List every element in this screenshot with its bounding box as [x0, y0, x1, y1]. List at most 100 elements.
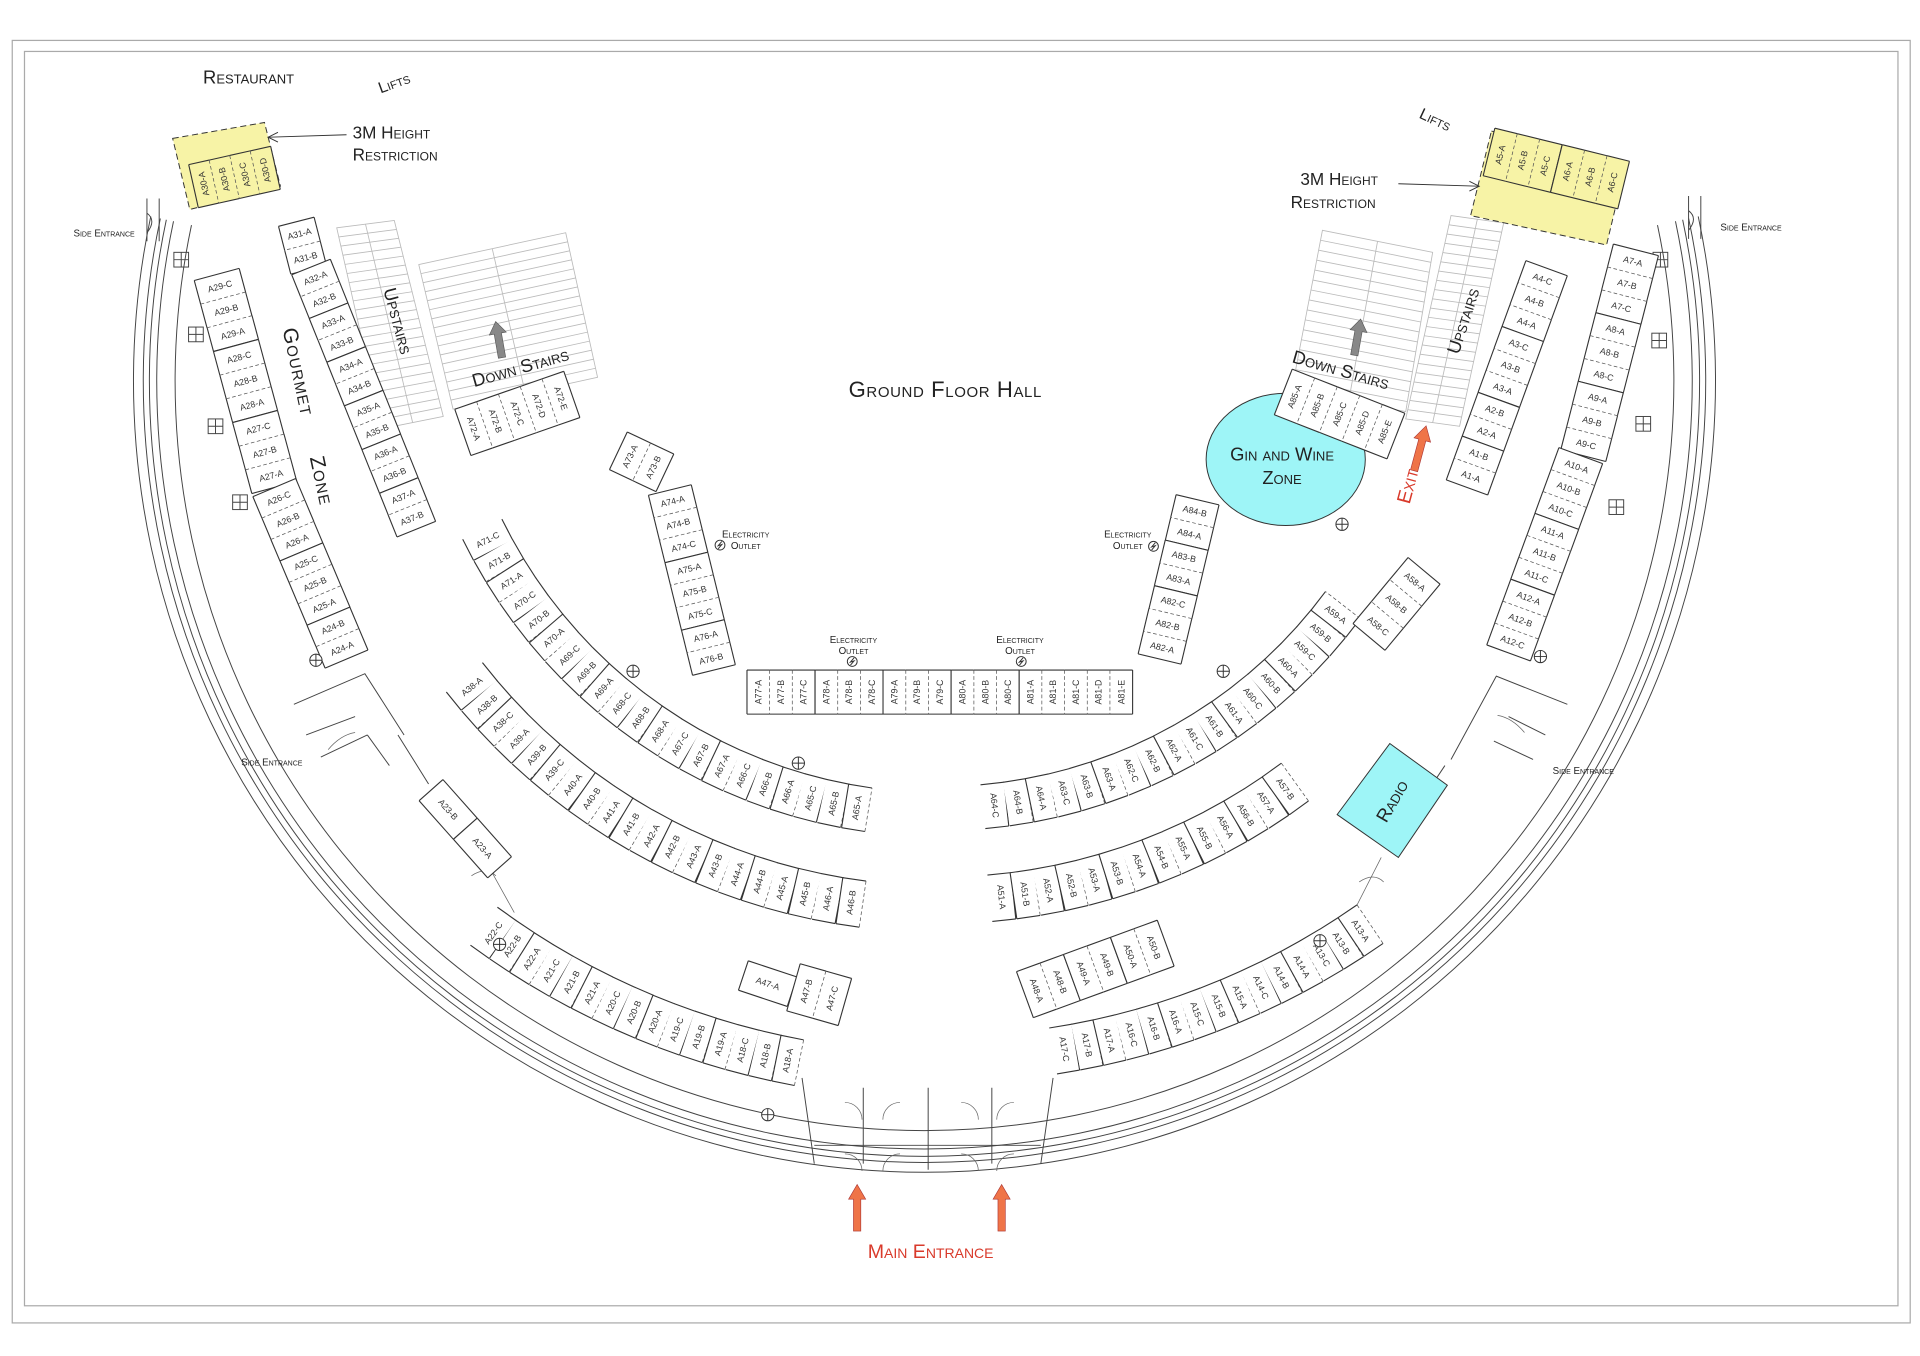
booth-label: A79-A	[889, 680, 899, 705]
booth	[1142, 607, 1193, 642]
floor-socket-icon	[1335, 517, 1349, 531]
booth-label: A52-A	[1041, 877, 1055, 903]
booth	[786, 963, 827, 1019]
exit-label: Exit	[1393, 466, 1423, 506]
floor-socket-icon	[761, 1108, 775, 1122]
booth-label: A65-B	[826, 790, 841, 816]
floor-socket-icon	[791, 756, 805, 770]
floor-socket-icon	[1216, 664, 1230, 678]
booth	[1137, 630, 1187, 665]
booth	[1086, 669, 1110, 715]
booth	[361, 433, 410, 472]
booth	[1162, 821, 1205, 875]
electricity-outlet-label: Outlet	[1113, 541, 1143, 552]
electricity-outlet-label: Outlet	[1005, 646, 1035, 657]
electricity-outlet-center-right: Electricity Outlet	[996, 635, 1044, 657]
booth	[1062, 945, 1104, 1002]
booth	[387, 499, 437, 538]
booth	[1550, 447, 1604, 486]
booth	[1517, 260, 1568, 298]
booth-label: A77-B	[776, 680, 786, 705]
booth	[905, 669, 929, 715]
booth-label: A80-C	[1003, 679, 1013, 705]
side-entrance-label: Side Entrance	[73, 228, 135, 239]
booth-label: A6-C	[1605, 171, 1620, 193]
booth-label: A46-A	[821, 885, 835, 911]
booth-label: A64-C	[988, 792, 1001, 819]
down-stairs-left	[418, 232, 599, 410]
outer-wall	[132, 216, 1716, 1173]
window-icon	[207, 418, 224, 435]
electricity-outlet-label: Electricity	[996, 635, 1044, 646]
booth-label: A7-C	[1610, 300, 1633, 315]
floor-socket-icon	[1533, 649, 1548, 664]
booth	[1296, 377, 1338, 433]
booth-label: A8-B	[1599, 346, 1621, 361]
booth	[1133, 919, 1175, 976]
side-entrance-label: Side Entrance	[1720, 222, 1782, 233]
side-entrance-label: Side Entrance	[1553, 766, 1615, 777]
booth	[1594, 155, 1631, 210]
booth	[1041, 669, 1065, 715]
floor-socket-icon	[626, 664, 640, 678]
door-swing-icon	[882, 1102, 901, 1120]
booth-label: A81-B	[1048, 680, 1058, 705]
booth-label: A30-B	[217, 166, 232, 192]
booth-row: A10-AA10-BA10-CA11-AA11-BA11-CA12-AA12-B…	[1486, 447, 1604, 662]
booth	[208, 154, 240, 204]
upstairs-label-left: Upstairs	[379, 285, 417, 356]
booth-label: A5-C	[1538, 154, 1553, 176]
booth	[343, 389, 393, 428]
main-entrance-doors	[801, 1077, 1054, 1172]
booth	[686, 641, 736, 676]
booth	[252, 478, 306, 519]
hall-walls	[132, 195, 1716, 1173]
booth-label: A51-B	[1018, 881, 1031, 907]
booth	[1018, 669, 1042, 715]
floor-socket-icon	[1313, 934, 1327, 948]
booth	[1352, 601, 1404, 651]
electricity-bolt-icon	[714, 539, 726, 551]
electricity-outlet-label: Electricity	[722, 530, 770, 541]
outer-wall	[156, 221, 1693, 1150]
booth	[1159, 539, 1209, 574]
booth	[680, 619, 731, 653]
side-entrance-label: Side Entrance	[241, 758, 303, 769]
booth-label: A78-B	[844, 680, 854, 705]
booth	[519, 378, 559, 434]
door-swing-icon	[961, 1102, 979, 1120]
booth-label: A8-C	[1593, 368, 1616, 383]
booth-label: A78-C	[867, 679, 877, 705]
window-icon	[232, 494, 248, 511]
electricity-bolt-icon	[846, 656, 858, 667]
booth	[1510, 556, 1563, 596]
booth	[306, 606, 360, 647]
electricity-outlet-label: Outlet	[839, 646, 869, 657]
up-arrow-icon	[1349, 318, 1368, 357]
electricity-outlet-label: Electricity	[830, 635, 878, 646]
booth	[1469, 391, 1521, 430]
booth	[326, 346, 375, 385]
booth-label: A17-A	[1102, 1027, 1117, 1053]
booth	[1261, 762, 1309, 816]
window-icon	[1608, 499, 1625, 515]
booth	[498, 385, 537, 441]
booth	[769, 766, 807, 817]
gin-wine-zone-label-2: Zone	[1262, 467, 1302, 488]
booth	[592, 976, 634, 1030]
booth	[771, 1034, 804, 1087]
page-frame-outer	[11, 39, 1911, 1324]
door-swing-icon	[844, 1102, 863, 1120]
arrow-icon	[1398, 180, 1481, 192]
booth	[1064, 669, 1088, 715]
booth-label: A17-B	[1080, 1032, 1095, 1058]
booth	[249, 145, 281, 195]
door-swing-icon	[882, 1153, 901, 1172]
booth-label: A78-A	[821, 680, 831, 705]
